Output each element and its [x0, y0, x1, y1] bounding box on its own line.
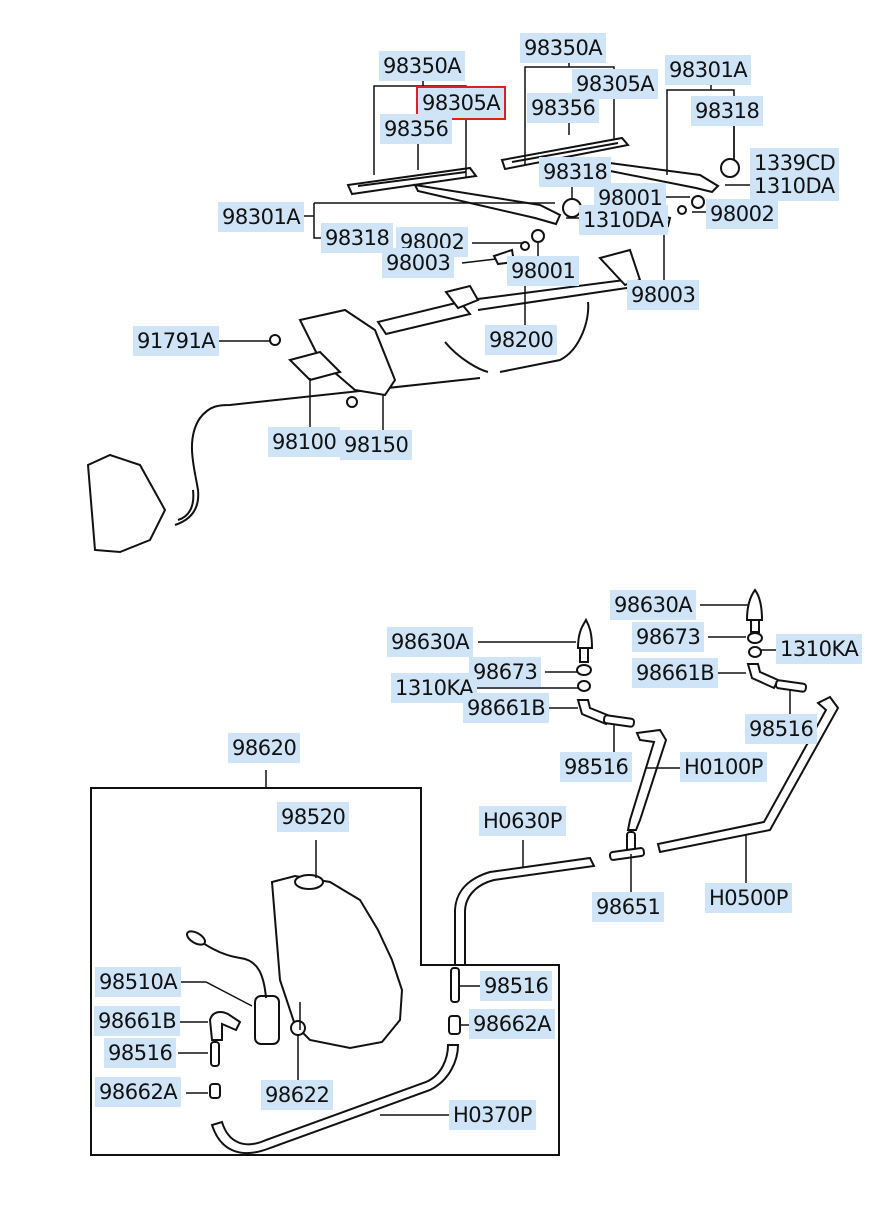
cap-98662A-right — [448, 1015, 461, 1035]
part-label[interactable]: 98301A — [665, 55, 752, 85]
part-label[interactable]: 98002 — [706, 199, 779, 229]
part-label[interactable]: 98622 — [261, 1080, 334, 1110]
part-label[interactable]: 98516 — [745, 714, 818, 744]
part-label[interactable]: 91791A — [133, 326, 220, 356]
part-label[interactable]: 98150 — [340, 430, 413, 460]
part-label[interactable]: 98662A — [95, 1077, 182, 1107]
part-label-highlighted[interactable]: 98305A — [415, 86, 507, 120]
washer-reservoir — [270, 874, 404, 1050]
part-label[interactable]: 98661B — [463, 693, 550, 723]
cap-98662A-left — [209, 1083, 221, 1099]
washer-reservoir-upper — [86, 453, 167, 554]
part-label[interactable]: 98318 — [691, 96, 764, 126]
part-label[interactable]: 98350A — [520, 33, 607, 63]
part-98002-right — [677, 205, 687, 215]
part-label[interactable]: 98003 — [382, 248, 455, 278]
part-label[interactable]: 98510A — [95, 967, 182, 997]
connector-98516-pump — [210, 1041, 220, 1067]
part-98001-left — [531, 229, 545, 243]
part-label[interactable]: 98630A — [387, 627, 474, 657]
part-98001-right — [691, 195, 705, 209]
hose-H0370P — [210, 1044, 460, 1154]
leader-lines-upper — [218, 57, 754, 432]
wiper-blade-right — [500, 136, 630, 171]
part-label[interactable]: 98318 — [321, 223, 394, 253]
part-label[interactable]: 98318 — [539, 157, 612, 187]
part-label[interactable]: 98516 — [104, 1038, 177, 1068]
part-label[interactable]: 98350A — [379, 51, 466, 81]
washer-pump — [254, 995, 280, 1045]
leader-lines-lower — [176, 604, 791, 1116]
wiper-arm-left — [413, 183, 562, 226]
part-label[interactable]: 98630A — [610, 590, 697, 620]
part-98002-left — [520, 241, 530, 251]
part-label[interactable]: 98200 — [485, 325, 558, 355]
part-label[interactable]: 98662A — [469, 1009, 556, 1039]
assembly-box-98620 — [90, 787, 560, 1156]
part-label[interactable]: 98520 — [277, 802, 350, 832]
connector-98516-left — [602, 714, 636, 728]
reservoir-cap — [294, 874, 324, 890]
washer-nozzle-right — [745, 588, 780, 690]
bolt-91791A — [269, 334, 281, 346]
pump-connector — [185, 930, 207, 946]
part-label[interactable]: H0500P — [705, 883, 792, 913]
part-label[interactable]: H0370P — [449, 1100, 536, 1130]
part-label[interactable]: 1310KA — [776, 634, 863, 664]
wiper-blade-left — [346, 166, 478, 196]
part-label[interactable]: 98661B — [632, 658, 719, 688]
washer-hose-upper-inner — [177, 489, 195, 521]
part-label[interactable]: 98673 — [632, 622, 705, 652]
washer-nozzle-left — [576, 617, 612, 726]
part-label[interactable]: 1310KA — [391, 673, 478, 703]
part-label[interactable]: 98651 — [592, 892, 665, 922]
part-label[interactable]: 1310DA — [750, 171, 839, 201]
part-label[interactable]: 98003 — [627, 280, 700, 310]
part-label[interactable]: 1310DA — [579, 205, 668, 235]
connector-98516-right — [774, 679, 808, 693]
hose-H0630P — [454, 856, 596, 966]
part-label[interactable]: H0630P — [479, 806, 566, 836]
part-label[interactable]: 98620 — [228, 733, 301, 763]
washer-hose-upper — [174, 377, 481, 526]
hose-upper-a — [444, 341, 489, 373]
grommet-98622 — [290, 1020, 306, 1036]
elbow-98661B — [208, 1011, 242, 1041]
part-label[interactable]: 98301A — [218, 202, 305, 232]
part-label[interactable]: 98356 — [527, 93, 600, 123]
hose-upper-b — [499, 301, 590, 373]
cap-98318-right — [720, 158, 740, 178]
part-label[interactable]: 98100 — [268, 427, 341, 457]
part-label[interactable]: 98661B — [94, 1006, 181, 1036]
part-label[interactable]: 98001 — [507, 256, 580, 286]
part-label[interactable]: H0100P — [680, 752, 767, 782]
wiper-motor-bracket — [288, 308, 397, 408]
hose-H0500P — [656, 695, 840, 854]
part-label[interactable]: 98673 — [469, 657, 542, 687]
part-label[interactable]: 98516 — [480, 971, 553, 1001]
hose-H0100P — [626, 728, 668, 831]
part-label[interactable]: 98516 — [560, 752, 633, 782]
part-label[interactable]: 98356 — [380, 114, 453, 144]
t-joint-98651 — [608, 831, 646, 861]
part-label[interactable]: 98305A — [572, 69, 659, 99]
connector-98516-box — [450, 967, 460, 1003]
